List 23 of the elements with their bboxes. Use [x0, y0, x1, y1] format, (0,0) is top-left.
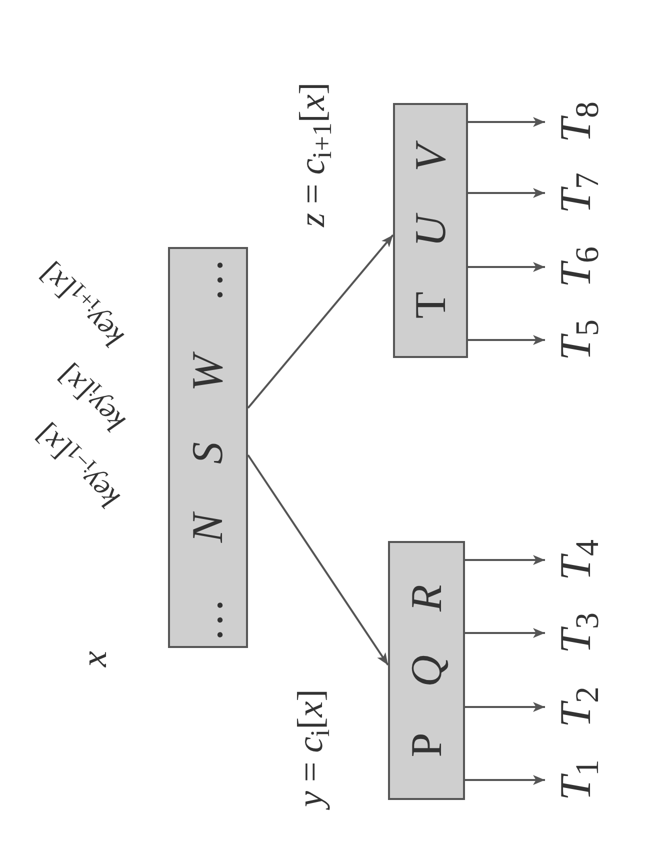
node-key: U	[408, 215, 452, 247]
arrow	[468, 117, 545, 127]
arrow	[465, 775, 545, 785]
node-key: R	[404, 584, 448, 612]
arrow	[465, 628, 545, 638]
tree-node-box	[388, 541, 465, 800]
tree-node-box	[168, 247, 248, 648]
node-key: …	[186, 598, 230, 642]
arrow	[465, 702, 545, 712]
node-key: S	[186, 442, 230, 464]
node-key: …	[186, 258, 230, 302]
node-key: P	[404, 732, 448, 758]
arrow	[247, 234, 394, 409]
node-key: Q	[404, 655, 448, 687]
node-key: T	[408, 292, 452, 318]
arrow	[468, 188, 545, 198]
arrow	[247, 454, 389, 666]
arrow	[468, 335, 545, 345]
arrow	[468, 262, 545, 272]
arrow	[465, 555, 545, 565]
node-key: N	[186, 513, 230, 543]
node-caption: x	[76, 651, 112, 667]
tree-node-box	[393, 103, 468, 358]
